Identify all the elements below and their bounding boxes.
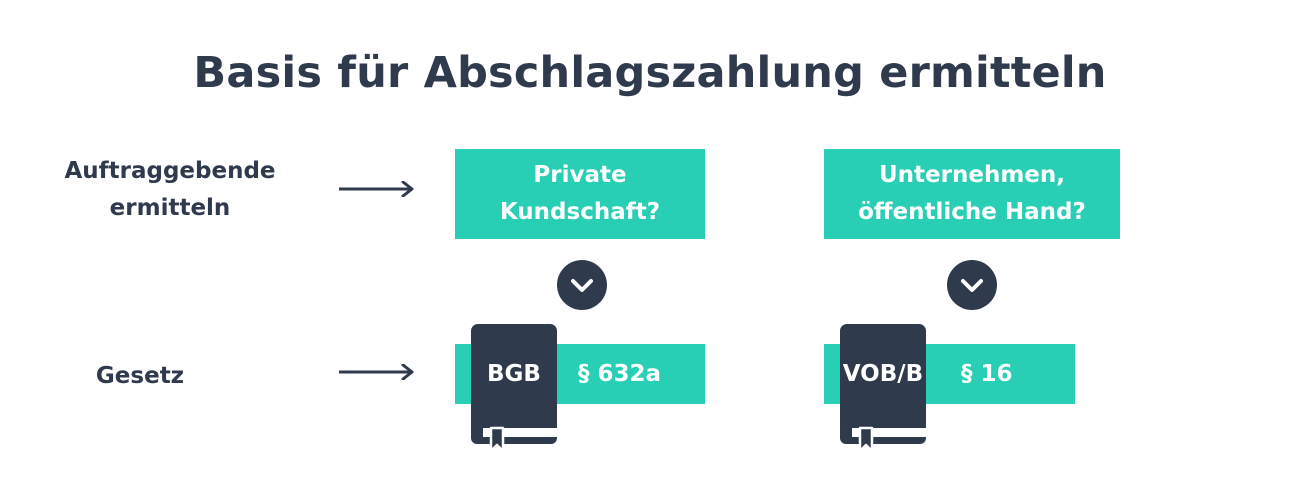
page-title: Basis für Abschlagszahlung ermitteln xyxy=(193,48,1107,98)
question-box-private: Private Kundschaft? xyxy=(455,149,705,239)
chevron-down-icon xyxy=(557,260,607,310)
law-name-bgb: BGB xyxy=(487,361,541,387)
row-label-clients: Auftraggebende ermitteln xyxy=(40,153,300,227)
chevron-down-icon xyxy=(947,260,997,310)
question-box-company: Unternehmen, öffentliche Hand? xyxy=(824,149,1120,239)
book-icon xyxy=(471,324,557,452)
arrow-right-icon xyxy=(339,181,414,197)
book-icon xyxy=(840,324,926,452)
question-private-line2: Kundschaft? xyxy=(499,199,661,225)
paragraph-vob: § 16 xyxy=(961,361,1013,387)
row-label-law: Gesetz xyxy=(95,363,185,389)
question-private-line1: Private xyxy=(533,162,627,188)
row-label-clients-line1: Auftraggebende xyxy=(64,158,276,184)
row-label-clients-line2: ermitteln xyxy=(109,195,231,221)
paragraph-bgb: § 632a xyxy=(578,361,662,387)
question-company-line1: Unternehmen, xyxy=(878,162,1065,188)
question-company-line2: öffentliche Hand? xyxy=(858,199,1086,225)
arrow-right-icon xyxy=(339,364,414,380)
law-name-vob: VOB/B xyxy=(842,361,924,387)
